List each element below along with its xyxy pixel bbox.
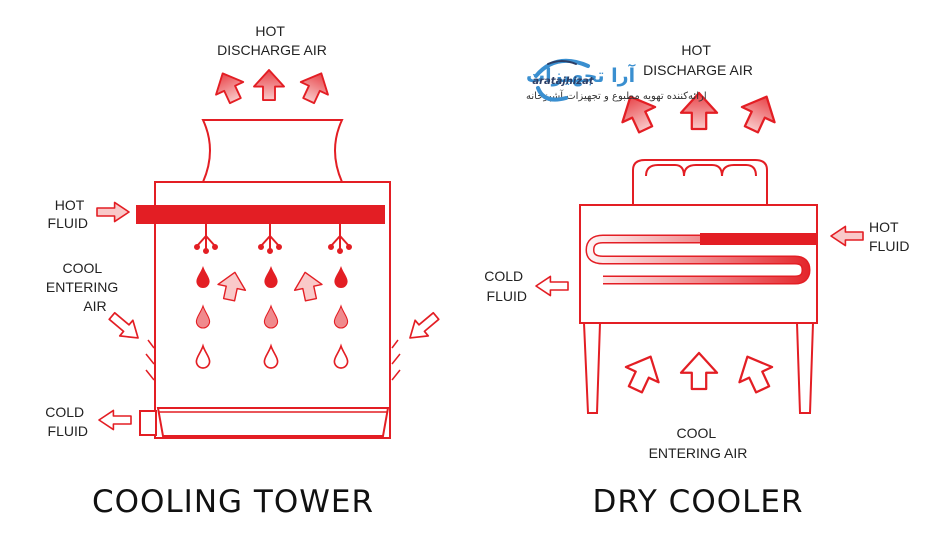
dc-legs xyxy=(582,322,815,414)
ct-cold-fluid-label: COLD FLUID xyxy=(45,404,88,439)
spray-nozzle-icon xyxy=(258,224,282,254)
arrow-up-right-icon xyxy=(294,66,336,108)
logo: آرا تجهیزات ارائه‌کننده تهویه مطبوع و تج… xyxy=(526,58,707,102)
ct-basin xyxy=(156,407,390,437)
dc-fan-housing xyxy=(632,159,768,206)
ct-title: COOLING TOWER xyxy=(92,484,374,520)
dc-entering-air-arrows xyxy=(617,347,781,399)
dc-coil xyxy=(585,233,818,285)
cooling-tower: HOT DISCHARGE AIR HOT FLUID COOL ENTERIN… xyxy=(45,23,444,520)
dc-title: DRY COOLER xyxy=(592,484,803,520)
ct-outlet-pipe xyxy=(139,410,157,436)
ct-hot-fluid-label: HOT FLUID xyxy=(48,197,88,231)
logo-swoosh-icon xyxy=(534,58,590,102)
dc-cool-entering-air-label: COOL ENTERING AIR xyxy=(649,425,748,461)
ct-discharge-arrows xyxy=(208,66,336,108)
logo-name-en: aratajhizat xyxy=(532,76,594,87)
spray-nozzle-icon xyxy=(328,224,352,254)
dc-hot-fluid-label: HOT FLUID xyxy=(869,219,909,254)
cold-fluid-out-arrow-icon xyxy=(98,409,132,431)
arrow-up-icon xyxy=(617,347,669,399)
arrow-up-right-icon xyxy=(733,87,785,139)
ct-spray-nozzles xyxy=(194,224,352,254)
arrow-up-icon xyxy=(679,351,719,391)
air-in-right-arrow-icon xyxy=(402,307,444,347)
ct-fan-stack xyxy=(201,119,344,183)
logo-tagline-fa: ارائه‌کننده تهویه مطبوع و تجهیزات آشپزخا… xyxy=(526,89,707,102)
ct-louvers xyxy=(145,339,401,381)
air-in-left-arrow-icon xyxy=(104,307,146,347)
hot-fluid-in-arrow-icon xyxy=(830,225,864,247)
cold-fluid-out-arrow-icon xyxy=(535,275,569,297)
hot-fluid-in-arrow-icon xyxy=(96,201,130,223)
ct-hot-discharge-air-label: HOT DISCHARGE AIR xyxy=(217,23,327,58)
dry-cooler: HOT DISCHARGE AIR HOT FLUID COLD FLUID C… xyxy=(484,42,909,520)
arrow-up-icon xyxy=(252,68,286,102)
ct-cool-entering-air-label: COOL ENTERING AIR xyxy=(46,260,122,314)
dc-hot-discharge-air-label: HOT DISCHARGE AIR xyxy=(643,42,753,78)
dc-cold-fluid-label: COLD FLUID xyxy=(484,268,527,304)
arrow-up-left-icon xyxy=(208,66,250,108)
spray-nozzle-icon xyxy=(194,224,218,254)
arrow-up-icon xyxy=(729,347,781,399)
dc-hot-inlet-section xyxy=(700,233,818,245)
ct-hot-fluid-header xyxy=(136,205,385,224)
